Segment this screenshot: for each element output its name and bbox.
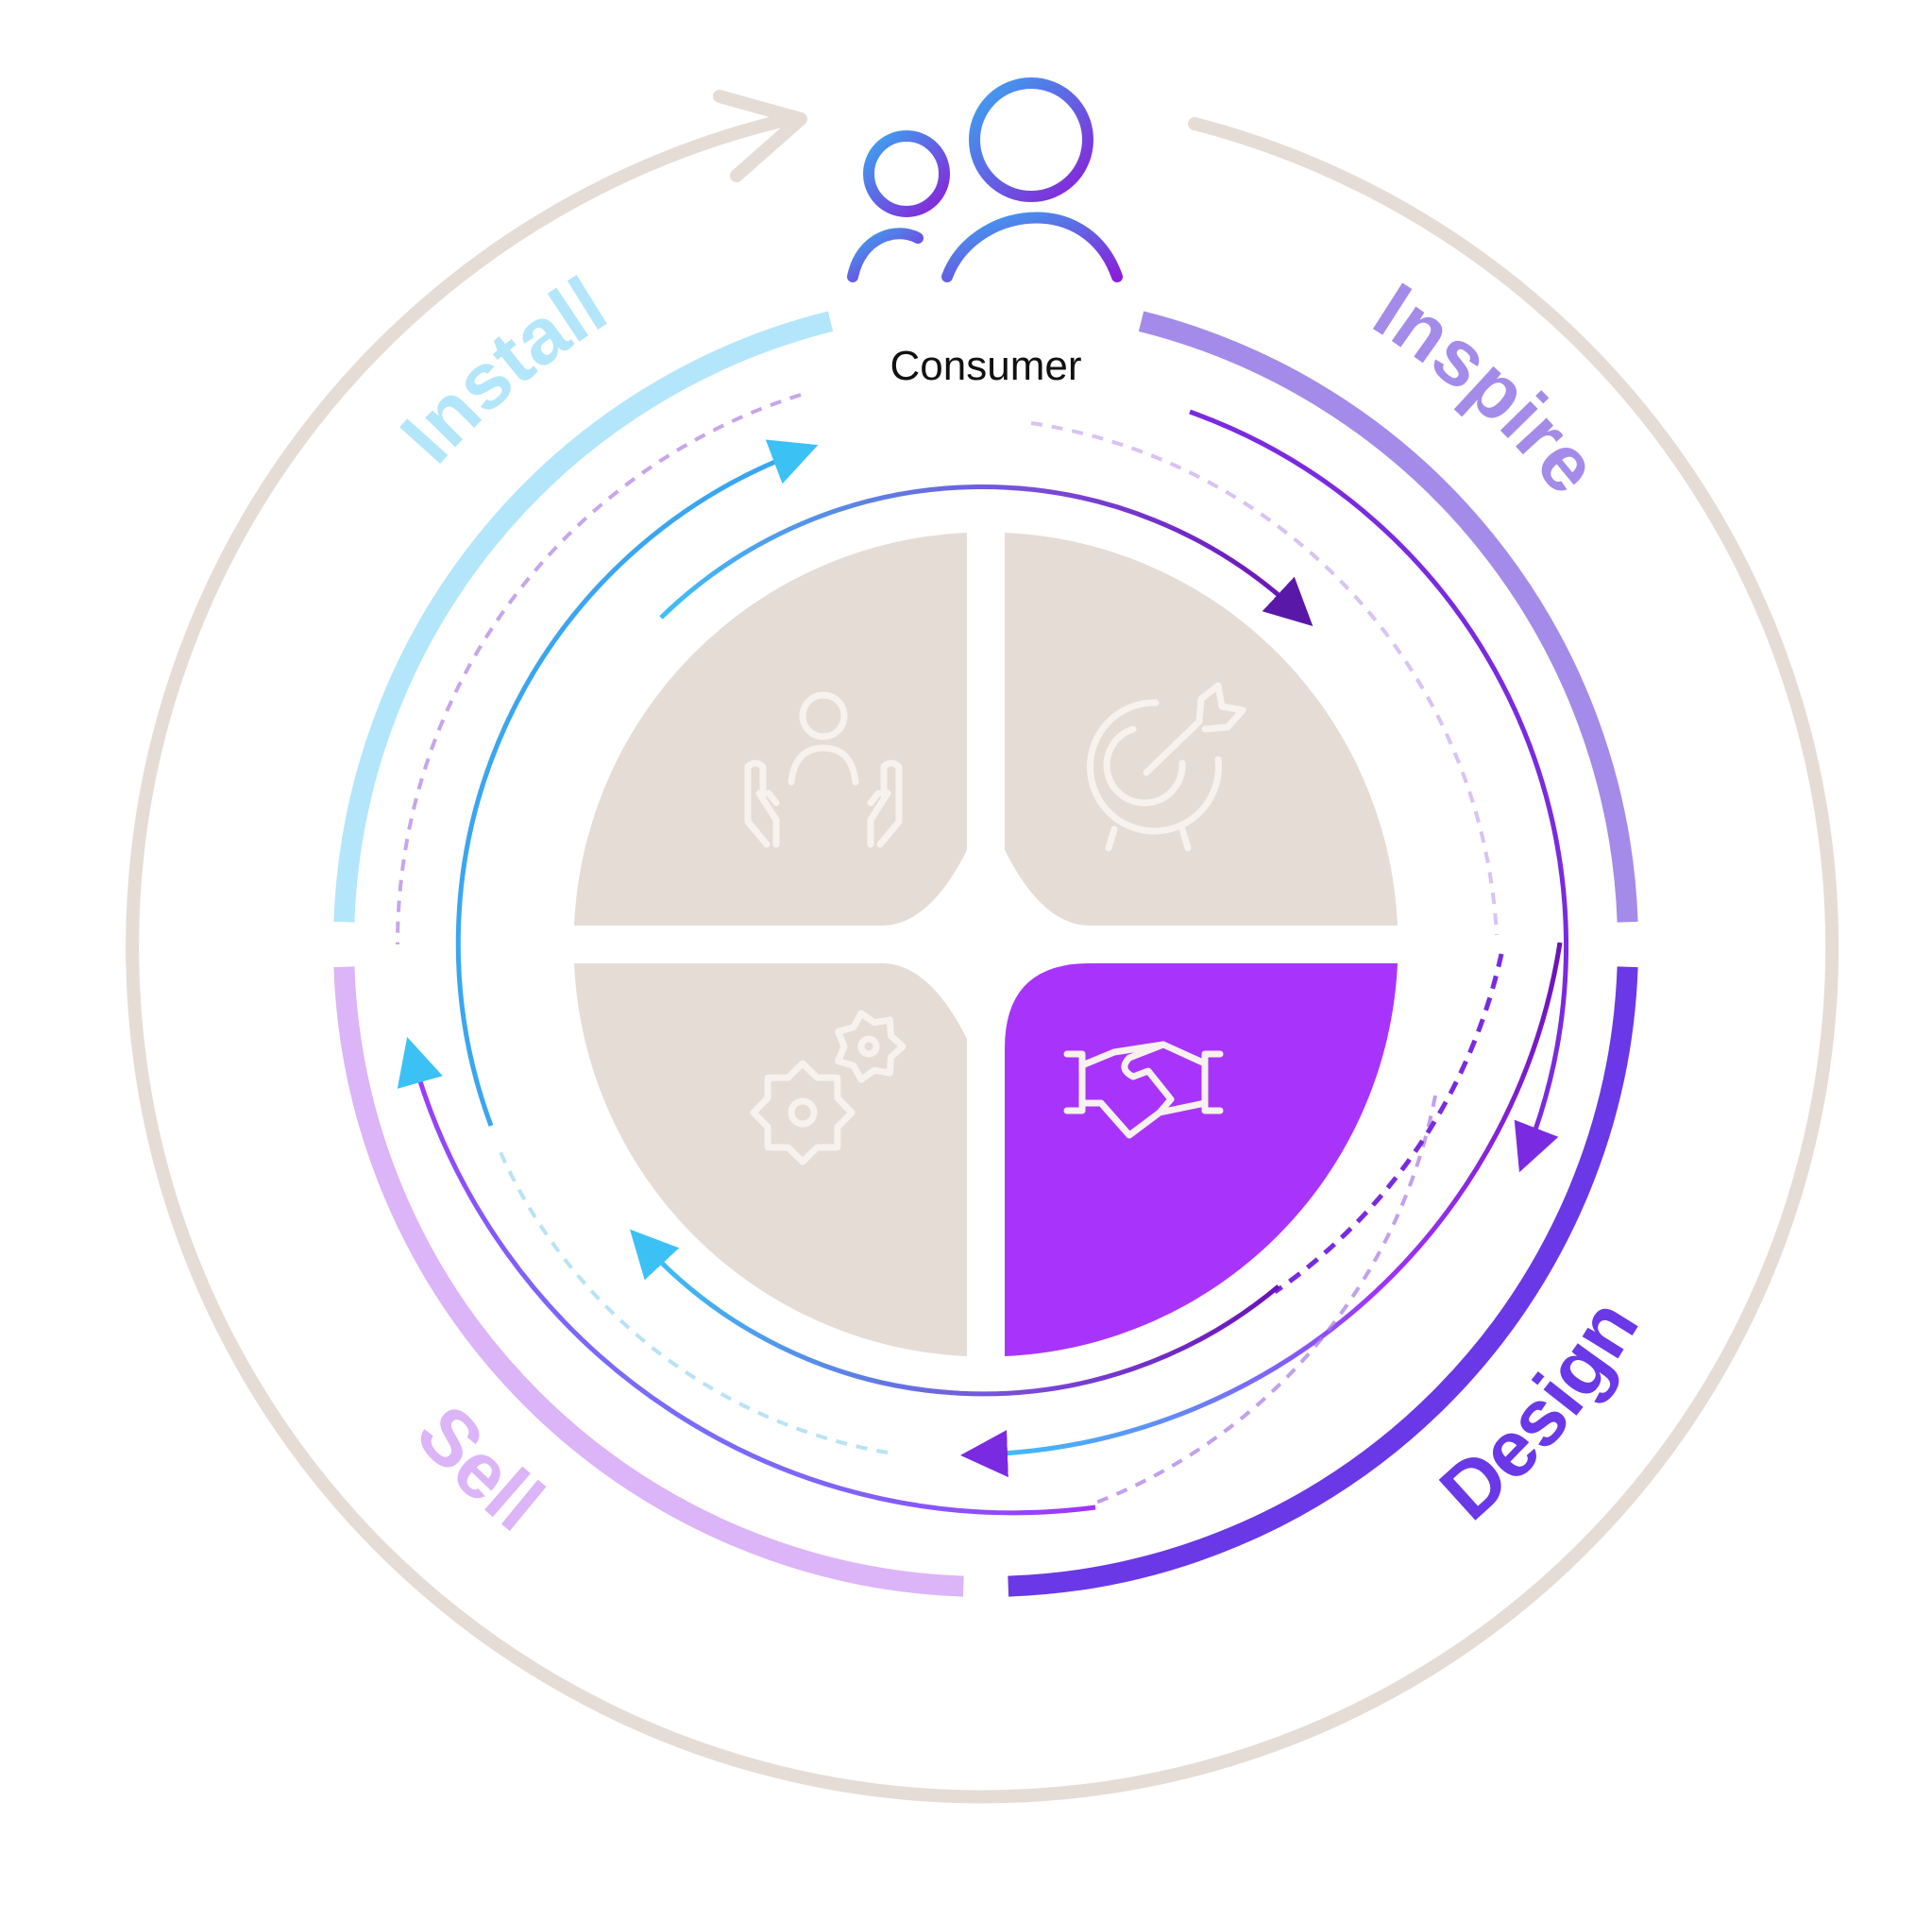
inner-arrow-left [455,439,819,1127]
flow-dashed-ring [396,393,1499,1505]
consumer-label: Consumer [890,343,1082,389]
outer-cycle-ring [126,90,1839,1804]
inspire-flow-arrow [1189,409,1569,1173]
flow-arrows-solid [397,409,1569,1516]
stage-arcs [333,311,1638,1597]
sell-stage-arc [333,966,964,1597]
hands-person-icon [744,691,903,848]
inspire-quadrant [1005,533,1398,926]
sell-flow-arrow [397,1036,1096,1516]
outer-ring-arrowhead [713,90,807,182]
inner-arrow-bottom [629,1229,1280,1397]
design-flow-arrow [960,942,1563,1478]
design-quadrant [1005,963,1398,1356]
users-icon [847,77,1123,282]
inspire-stage-arc [1138,311,1638,923]
handshake-icon [1063,1041,1224,1139]
gears-icon [750,1010,907,1165]
quadrants [574,533,1398,1356]
design-stage-arc [1008,966,1638,1597]
inner-arrow-top [659,484,1313,627]
inspire-stage-label: Inspire [1360,265,1617,510]
install-quadrant [574,533,967,926]
sell-quadrant [574,963,967,1356]
inner-cycle-arrows [455,439,1504,1397]
inner-arrow-right [1273,953,1504,1295]
target-arrow-icon [1086,682,1246,852]
install-stage-arc [333,311,834,923]
